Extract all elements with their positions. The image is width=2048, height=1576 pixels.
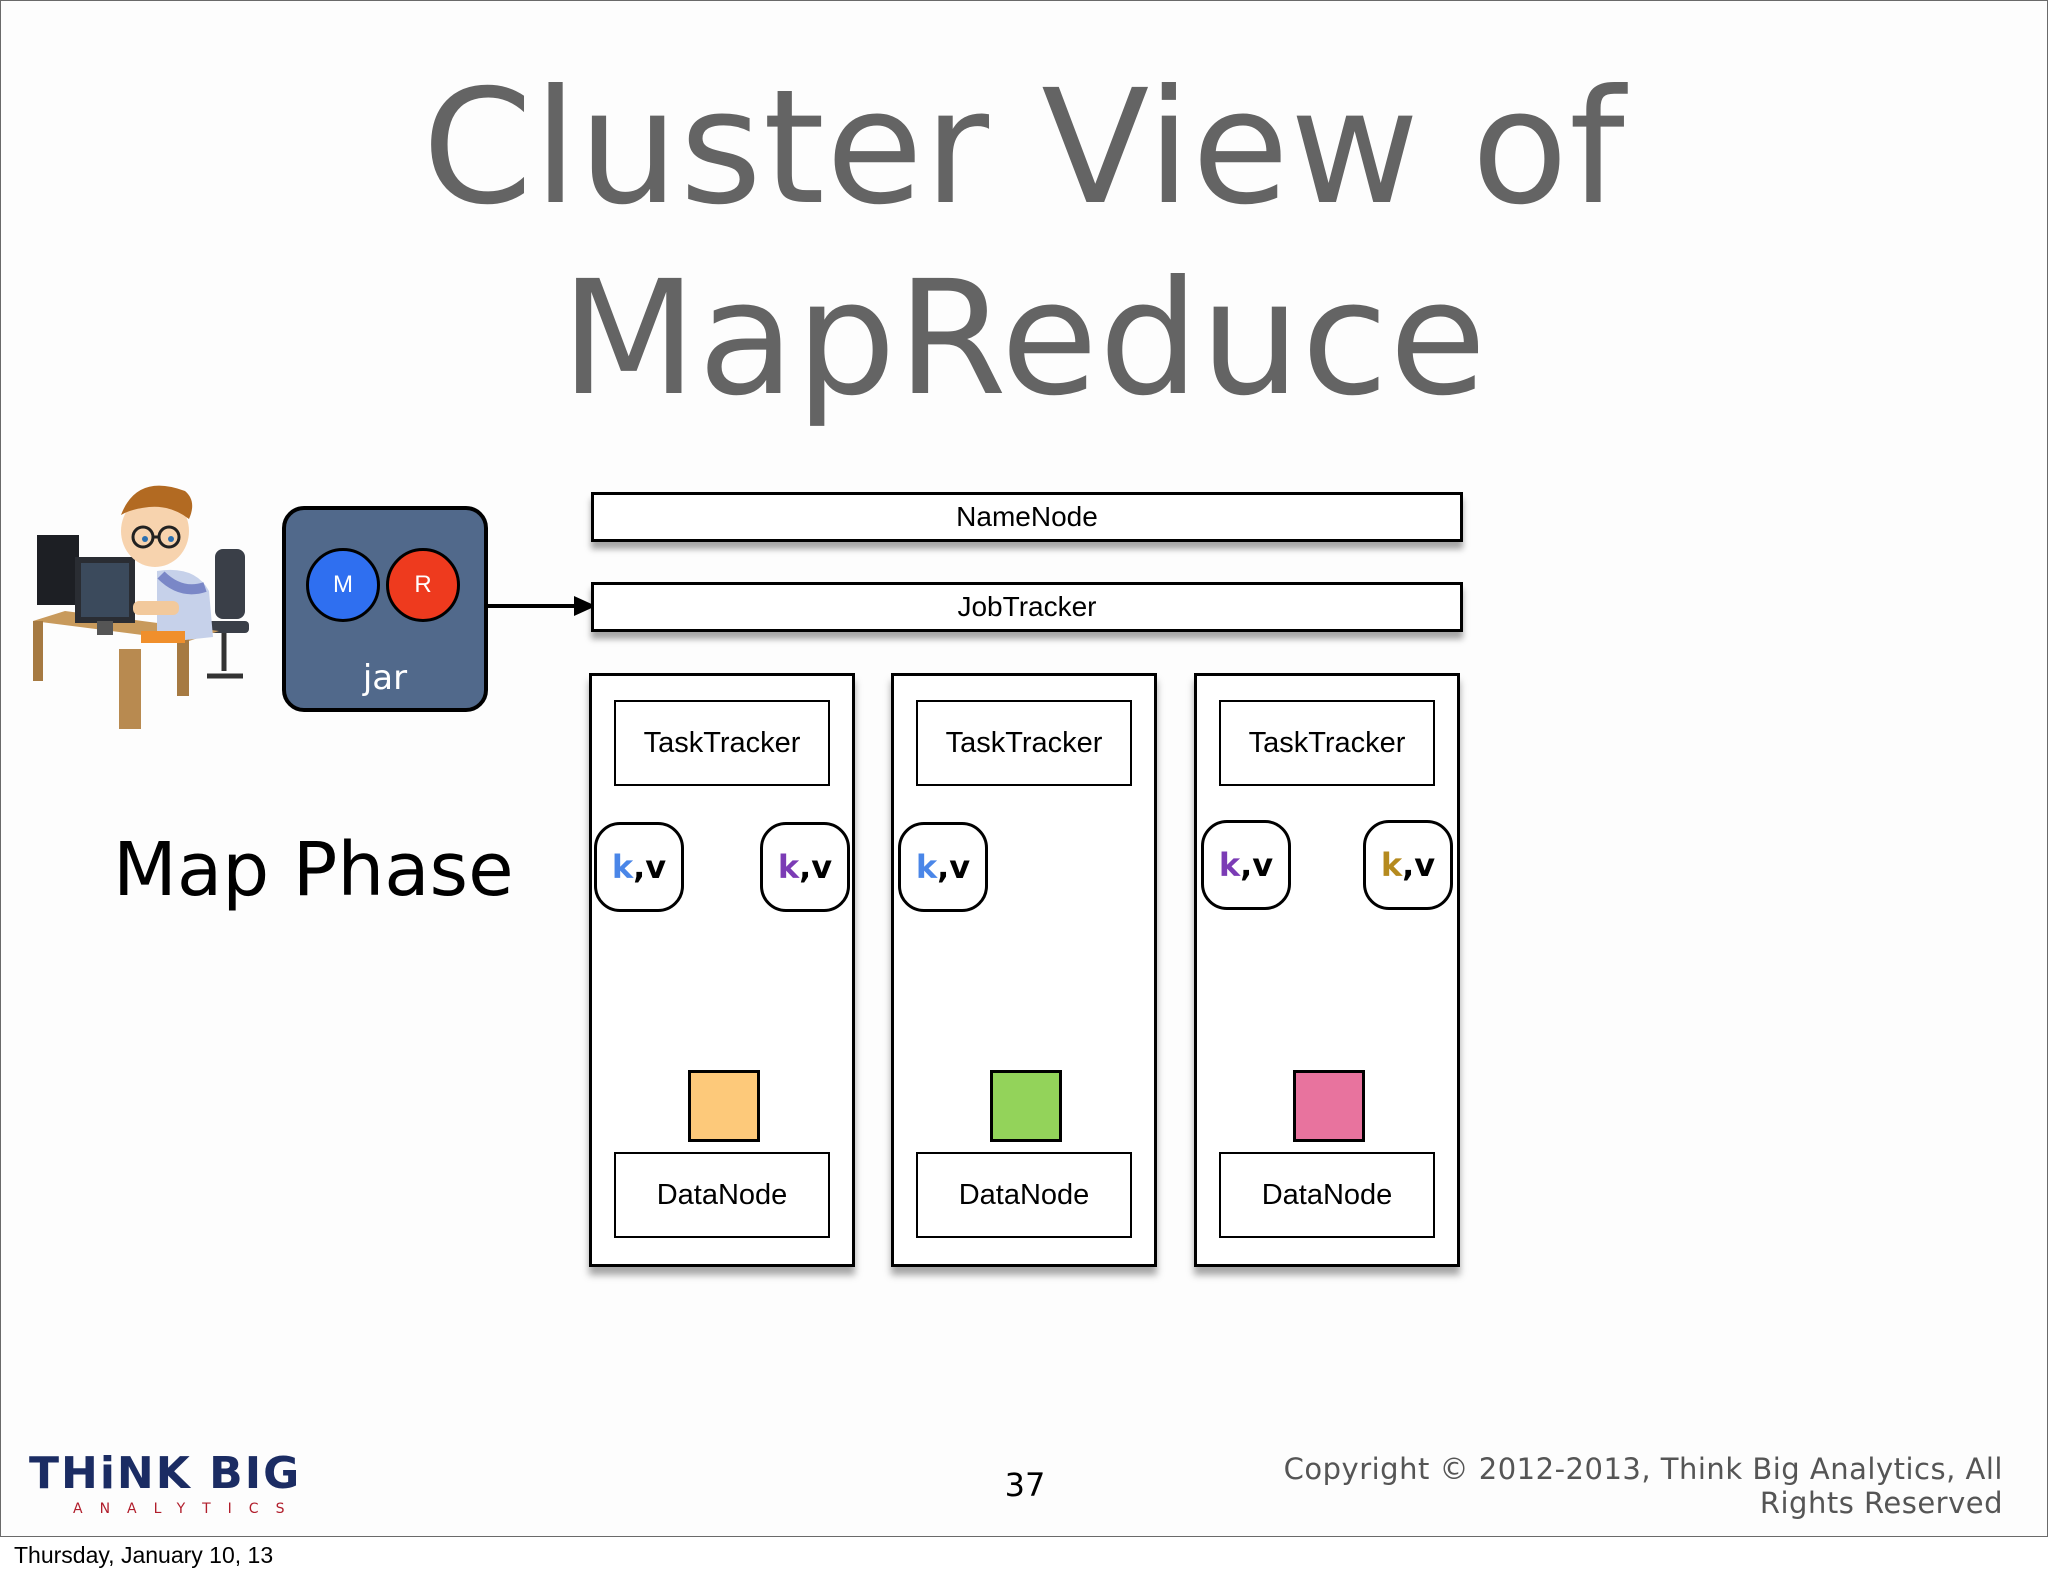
kv-pair: k,v xyxy=(760,822,850,912)
copyright-notice: Copyright © 2012-2013, Think Big Analyti… xyxy=(1243,1452,2003,1520)
kv-value: v xyxy=(949,848,971,886)
kv-value: v xyxy=(645,848,667,886)
kv-sep: , xyxy=(1402,846,1415,884)
tasktracker-box: TaskTracker xyxy=(1219,700,1435,786)
chair-back-icon xyxy=(215,549,245,619)
submit-arrow-icon xyxy=(484,596,596,616)
kv-key: k xyxy=(611,848,634,886)
date-footer: Thursday, January 10, 13 xyxy=(14,1542,274,1568)
kv-value: v xyxy=(1414,846,1436,884)
worker-node-2: TaskTracker k,v DataNode xyxy=(891,673,1157,1267)
kv-key: k xyxy=(915,848,938,886)
kv-value: v xyxy=(1252,846,1274,884)
jar-label: jar xyxy=(362,658,408,698)
slide-title-line2: MapReduce xyxy=(560,247,1488,431)
phase-label: Map Phase xyxy=(113,827,514,913)
kv-value: v xyxy=(811,848,833,886)
data-block xyxy=(688,1070,760,1142)
slide: Cluster View of MapReduce M xyxy=(0,0,2048,1537)
kv-sep: , xyxy=(937,848,950,886)
kv-key: k xyxy=(777,848,800,886)
copyright-line1: Copyright © 2012-2013, Think Big Analyti… xyxy=(1283,1452,2003,1486)
data-block xyxy=(1293,1070,1365,1142)
map-badge-label: M xyxy=(333,571,353,598)
kv-key: k xyxy=(1218,846,1241,884)
kv-sep: , xyxy=(633,848,646,886)
worker-node-1: TaskTracker k,v k,v DataNode xyxy=(589,673,855,1267)
data-block xyxy=(990,1070,1062,1142)
slide-title-line1: Cluster View of xyxy=(422,56,1626,240)
think-big-logo: THiNK BIG xyxy=(29,1448,302,1499)
kv-pair: k,v xyxy=(898,822,988,912)
jobtracker-bar: JobTracker xyxy=(591,582,1463,632)
monitor-icon xyxy=(37,535,79,605)
copyright-line2: Rights Reserved xyxy=(1759,1486,2003,1520)
tasktracker-box: TaskTracker xyxy=(614,700,830,786)
datanode-box: DataNode xyxy=(1219,1152,1435,1238)
think-big-logo-subtitle: ANALYTICS xyxy=(73,1501,302,1517)
kv-key: k xyxy=(1380,846,1403,884)
page-number: 37 xyxy=(1004,1466,1046,1504)
kv-pair: k,v xyxy=(1363,820,1453,910)
tasktracker-box: TaskTracker xyxy=(916,700,1132,786)
map-badge: M xyxy=(306,548,380,622)
namenode-bar: NameNode xyxy=(591,492,1463,542)
jar-package: M R jar xyxy=(282,506,488,712)
datanode-box: DataNode xyxy=(916,1152,1132,1238)
kv-pair: k,v xyxy=(1201,820,1291,910)
person-head-icon xyxy=(121,495,189,567)
kv-sep: , xyxy=(1240,846,1253,884)
reduce-badge: R xyxy=(386,548,460,622)
worker-node-3: TaskTracker k,v k,v DataNode xyxy=(1194,673,1460,1267)
datanode-box: DataNode xyxy=(614,1152,830,1238)
developer-illustration xyxy=(33,485,249,729)
reduce-badge-label: R xyxy=(414,571,432,598)
kv-sep: , xyxy=(799,848,812,886)
kv-pair: k,v xyxy=(594,822,684,912)
